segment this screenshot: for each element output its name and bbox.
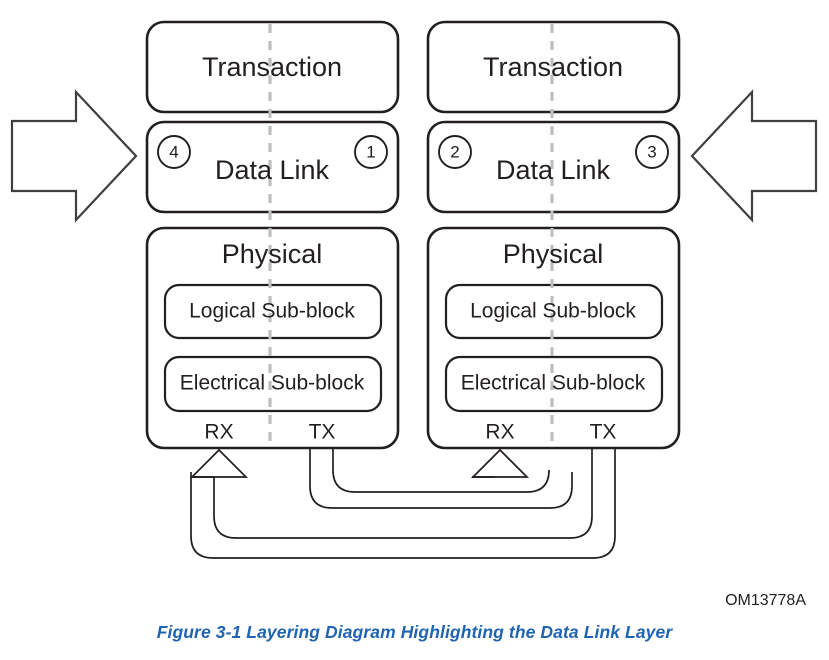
left-badge-1-label: 1 [366,142,375,161]
left-badge-1-circle [354,135,388,169]
left-badge-4-circle [157,135,191,169]
figure-code-label: OM13778A [725,592,806,609]
right-logical-sub-block-box [444,283,664,340]
link-right-tx-outer-edge [190,449,616,559]
left-transaction-label: Transaction [202,52,342,82]
left-electrical-sub-block-box [163,355,383,413]
link-right-tx-inner-edge [213,449,593,539]
link-left-rx-arrowhead [189,448,249,478]
left-logical-sub-block-label: Logical Sub-block [189,300,355,323]
link-right-rx-arrowhead [470,448,530,478]
left-physical-label: Physical [222,239,323,269]
right-logical-sub-block-label: Logical Sub-block [470,300,636,323]
right-rx-label: RX [485,421,514,444]
stack-left: 4 1 Transaction Data Link Physical Logic… [145,20,400,450]
right-badge-3-label: 3 [647,142,656,161]
right-electrical-sub-block-box [444,355,664,413]
link-left-tx-to-right-rx [309,448,573,509]
left-electrical-sub-block-label: Electrical Sub-block [180,372,365,395]
left-transaction-box [145,20,400,114]
right-electrical-sub-block-label: Electrical Sub-block [461,372,646,395]
link-right-tx-to-left-rx [189,448,616,559]
left-logical-sub-block-box [163,283,383,340]
right-transaction-label: Transaction [483,52,623,82]
right-badge-2-label: 2 [450,142,459,161]
left-data-link-label: Data Link [215,155,330,185]
left-data-link-box [145,120,400,214]
link-left-tx-outer-edge [309,449,573,509]
right-data-link-label: Data Link [496,155,611,185]
right-physical-label: Physical [503,239,604,269]
figure-caption: Figure 3-1 Layering Diagram Highlighting… [156,622,673,642]
stack-right: 2 3 Transaction Data Link Physical Logic… [426,20,681,450]
right-badge-2-circle [438,135,472,169]
right-badge-3-circle [635,135,669,169]
left-badge-4-label: 4 [169,142,178,161]
left-rx-label: RX [204,421,233,444]
right-tx-label: TX [590,421,617,444]
right-inbound-arrow [690,89,818,223]
link-left-tx-inner-edge [332,449,550,493]
left-tx-label: TX [309,421,336,444]
left-inbound-arrow [10,89,138,223]
